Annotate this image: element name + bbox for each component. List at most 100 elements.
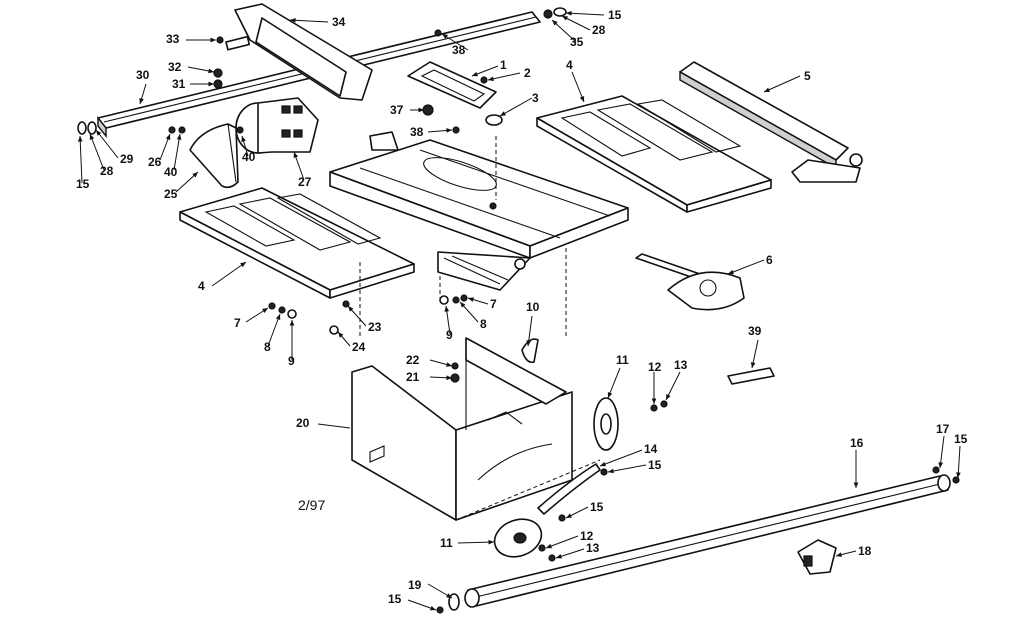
leader-arrowhead — [418, 107, 424, 113]
leader-arrowhead — [446, 593, 452, 598]
callout-20: 20 — [296, 416, 310, 430]
callout-25: 25 — [164, 187, 178, 201]
alignment-lines — [359, 136, 601, 521]
leader-line — [599, 449, 643, 467]
leader-line — [457, 541, 495, 544]
callout-27: 27 — [298, 175, 312, 189]
callout-4-left: 4 — [198, 279, 205, 293]
leader-arrowhead — [651, 398, 657, 404]
callout-7-left: 7 — [234, 316, 241, 330]
leader-arrowhead — [938, 462, 944, 468]
leader-arrowhead — [139, 98, 144, 104]
arm-part — [521, 338, 539, 364]
callout-15-rail: 15 — [954, 432, 968, 446]
leader-arrowhead — [176, 134, 182, 140]
leader-arrowhead — [566, 513, 572, 518]
leader-arrowhead — [562, 16, 568, 21]
leader-arrowhead — [290, 17, 296, 23]
leader-arrowhead — [446, 128, 452, 133]
leader-arrowhead — [89, 134, 95, 140]
leader-arrowhead — [165, 134, 171, 140]
callout-40-left: 40 — [164, 165, 178, 179]
callout-32: 32 — [168, 60, 182, 74]
callout-13-right: 13 — [674, 358, 688, 372]
leader-arrowhead — [293, 152, 299, 158]
callout-8-center: 8 — [480, 317, 487, 331]
callout-24: 24 — [352, 340, 366, 354]
leader-arrowhead — [488, 539, 494, 545]
throat-plate-part — [407, 61, 497, 109]
callout-39: 39 — [748, 324, 762, 338]
table-top-part — [329, 131, 629, 259]
callout-15-wheel: 15 — [648, 458, 662, 472]
callout-22: 22 — [406, 353, 420, 367]
leader-line — [607, 464, 647, 473]
leader-arrowhead — [600, 461, 606, 467]
small-plate-part — [727, 367, 775, 385]
leader-arrowhead — [468, 297, 474, 302]
callout-19: 19 — [408, 578, 422, 592]
leader-arrowhead — [608, 468, 614, 474]
leader-arrowhead — [556, 554, 562, 559]
cabinet-base-part — [351, 337, 573, 521]
leader-line — [267, 313, 281, 347]
callout-18: 18 — [858, 544, 872, 558]
rip-fence-head-part — [225, 3, 373, 101]
leader-line — [545, 535, 579, 549]
callout-28-top: 28 — [592, 23, 606, 37]
leader-line — [727, 259, 765, 275]
callout-15-left: 15 — [76, 177, 90, 191]
insert-disc-part — [485, 114, 503, 126]
leader-line — [499, 97, 533, 117]
leader-arrowhead — [956, 472, 961, 478]
callout-8-left: 8 — [264, 340, 271, 354]
leader-line — [763, 75, 801, 93]
leader-arrowhead — [666, 394, 671, 400]
callout-9-center: 9 — [446, 328, 453, 342]
callout-2: 2 — [524, 66, 531, 80]
leader-arrowhead — [241, 136, 246, 142]
leader-arrowhead — [262, 308, 268, 313]
leader-arrowhead — [208, 81, 214, 87]
axle-rod-part — [537, 463, 601, 515]
callout-23: 23 — [368, 320, 382, 334]
leader-arrowhead — [446, 362, 452, 367]
leader-arrowhead — [240, 262, 246, 268]
callout-15-cabinet: 15 — [590, 500, 604, 514]
callout-33: 33 — [166, 32, 180, 46]
leader-arrowhead — [750, 362, 756, 368]
leader-arrowhead — [442, 34, 448, 39]
callout-21: 21 — [406, 370, 420, 384]
callout-15-bottom: 15 — [388, 592, 402, 606]
leader-arrowhead — [96, 130, 102, 136]
hardware-parts — [77, 7, 960, 614]
callout-17: 17 — [936, 422, 950, 436]
callout-12-right: 12 — [648, 360, 662, 374]
leader-arrowhead — [289, 320, 295, 326]
miter-gauge-part — [635, 253, 745, 311]
leader-arrowhead — [607, 392, 613, 398]
rip-fence-part — [679, 61, 863, 183]
callout-11-right: 11 — [616, 353, 629, 367]
callout-4-right: 4 — [566, 58, 573, 72]
leader-arrowhead — [446, 375, 452, 381]
callout-35: 35 — [570, 35, 584, 49]
diagram-date: 2/97 — [298, 497, 325, 513]
leader-line — [173, 133, 181, 171]
callout-12-left: 12 — [580, 529, 594, 543]
leader-arrowhead — [546, 543, 552, 549]
callout-7-center: 7 — [490, 297, 497, 311]
blade-guard-part — [189, 123, 239, 189]
wheel-right-part — [593, 397, 619, 451]
leader-arrowhead — [338, 332, 344, 338]
callout-38-mid: 38 — [410, 125, 424, 139]
leader-arrowhead — [208, 68, 214, 74]
leader-arrowhead — [579, 96, 585, 102]
callout-13-left: 13 — [586, 541, 600, 555]
leader-arrowhead — [275, 314, 281, 320]
leader-arrowhead — [500, 111, 506, 116]
trunnion-assembly-part — [437, 251, 531, 291]
clamp-bracket-part — [797, 539, 837, 575]
leader-arrowhead — [853, 482, 859, 488]
left-extension-wing-part — [179, 187, 415, 299]
